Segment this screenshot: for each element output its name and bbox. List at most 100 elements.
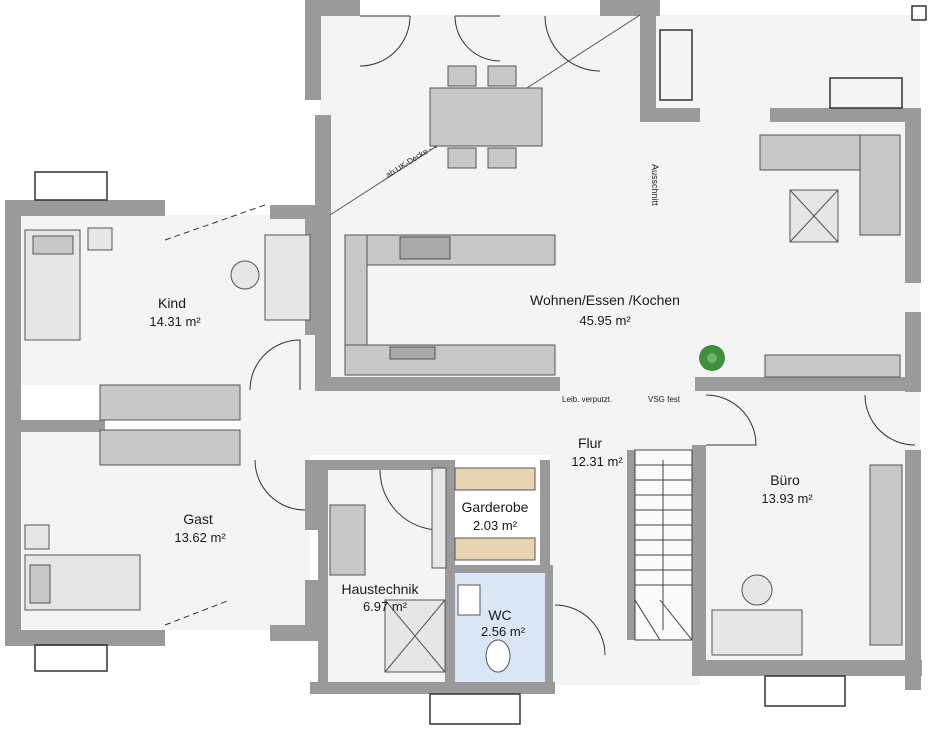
wall-left-bottom bbox=[5, 630, 165, 646]
wc-basin bbox=[457, 584, 481, 616]
door-living-top-3 bbox=[544, 15, 601, 72]
window-buero-bottom bbox=[764, 675, 846, 707]
door-buero bbox=[705, 394, 757, 446]
stairs bbox=[634, 449, 693, 641]
window-core-bottom bbox=[429, 693, 521, 725]
wall-ht-top bbox=[310, 460, 450, 470]
room-name-garderobe: Garderobe bbox=[462, 499, 529, 515]
room-name-flur: Flur bbox=[578, 435, 602, 451]
kitchen-counter bbox=[349, 234, 556, 266]
pillow-gast bbox=[29, 564, 51, 604]
buero-chair bbox=[741, 574, 773, 606]
doors bbox=[164, 15, 916, 656]
stair-step bbox=[659, 599, 693, 641]
windows bbox=[34, 29, 903, 725]
chair bbox=[487, 65, 517, 87]
wall-living-right-step bbox=[640, 108, 700, 122]
ht-unit bbox=[329, 504, 366, 576]
room-name-haustechnik: Haustechnik bbox=[341, 581, 419, 597]
room-area-flur: 12.31 m² bbox=[571, 454, 623, 469]
door-gast bbox=[254, 459, 306, 511]
room-labels: Kind 14.31 m² Wohnen/Essen /Kochen 45.95… bbox=[149, 292, 813, 639]
wall-wc-right bbox=[545, 565, 553, 685]
window-gast bbox=[34, 644, 108, 672]
chair bbox=[447, 147, 477, 169]
wall-stair-right bbox=[692, 450, 700, 650]
chair-kind bbox=[230, 260, 260, 290]
wall-gast-right-2 bbox=[305, 580, 321, 640]
wardrobe-kind bbox=[99, 384, 241, 421]
door-gast-window bbox=[164, 599, 231, 626]
wall-living-bottom-2 bbox=[695, 377, 920, 391]
room-name-wohnen: Wohnen/Essen /Kochen bbox=[530, 292, 680, 308]
kitchen-hob bbox=[399, 236, 451, 260]
window-living-top-right bbox=[829, 77, 903, 109]
room-area-garderobe: 2.03 m² bbox=[473, 518, 518, 533]
corner-square-icon bbox=[911, 5, 927, 21]
wall-living-right-step-2 bbox=[770, 108, 920, 122]
door-living-top-2 bbox=[454, 15, 501, 62]
wall-right-outer bbox=[905, 108, 921, 283]
nightstand-gast bbox=[24, 524, 50, 550]
furniture bbox=[24, 65, 903, 673]
door-kind-window bbox=[164, 204, 266, 241]
walls bbox=[5, 0, 922, 694]
wall-living-left-2 bbox=[315, 115, 331, 390]
door-wc bbox=[554, 604, 606, 656]
nightstand bbox=[87, 227, 113, 251]
wall-living-bottom bbox=[315, 377, 560, 391]
room-area-haustechnik: 6.97 m² bbox=[363, 599, 408, 614]
side-table-cross bbox=[789, 189, 839, 243]
note-leib: Leib. verputzt. bbox=[562, 395, 612, 404]
kitchen-counter bbox=[344, 344, 556, 376]
sofa bbox=[859, 134, 901, 236]
note-ausschnitt: Ausschnitt bbox=[650, 164, 660, 206]
wall-core-bottom bbox=[310, 682, 555, 694]
wall-wc-top bbox=[450, 565, 550, 573]
chair bbox=[487, 147, 517, 169]
wall-garderobe-right bbox=[540, 460, 550, 570]
kitchen-sink bbox=[389, 346, 436, 360]
wardrobe-shelf bbox=[454, 467, 536, 491]
room-area-kind: 14.31 m² bbox=[149, 314, 201, 329]
door-living-top-1 bbox=[359, 15, 411, 67]
wall-stair-left bbox=[627, 450, 635, 640]
stair-step bbox=[634, 599, 661, 641]
note-vsg: VSG fest bbox=[648, 395, 681, 404]
wardrobe-gast bbox=[99, 429, 241, 466]
door-haustechnik bbox=[379, 469, 441, 531]
door-buero-2 bbox=[864, 394, 916, 446]
wall-buero-bottom bbox=[692, 660, 922, 676]
chair bbox=[447, 65, 477, 87]
ht-cross bbox=[384, 599, 446, 673]
room-name-kind: Kind bbox=[158, 295, 186, 311]
wall-ht-left bbox=[318, 460, 328, 690]
door-kind bbox=[249, 339, 301, 391]
buero-desk bbox=[711, 609, 803, 656]
window-living-right bbox=[659, 29, 693, 101]
wardrobe-shelf bbox=[454, 537, 536, 561]
buero-shelf bbox=[869, 464, 903, 646]
wall-ht-right bbox=[445, 460, 455, 690]
wc-toilet bbox=[485, 639, 511, 673]
wall-living-top bbox=[305, 0, 360, 16]
wall-gast-right bbox=[305, 460, 321, 530]
room-name-wc: WC bbox=[488, 607, 511, 623]
sideboard bbox=[764, 354, 901, 378]
wall-right-outer-2 bbox=[905, 312, 921, 392]
wall-buero-right bbox=[905, 450, 921, 690]
dining-table bbox=[429, 87, 543, 147]
room-area-gast: 13.62 m² bbox=[174, 530, 226, 545]
window-kind bbox=[34, 171, 108, 201]
wall-left-top bbox=[5, 200, 165, 216]
desk-kind bbox=[264, 234, 311, 321]
room-area-wc: 2.56 m² bbox=[481, 624, 526, 639]
room-name-gast: Gast bbox=[183, 511, 213, 527]
room-area-wohnen: 45.95 m² bbox=[579, 313, 631, 328]
shoe-rack bbox=[431, 467, 447, 569]
room-name-buero: Büro bbox=[770, 472, 800, 488]
wall-living-right-upper bbox=[640, 0, 656, 115]
plant-icon-center bbox=[707, 353, 717, 363]
wall-living-left bbox=[305, 0, 321, 100]
